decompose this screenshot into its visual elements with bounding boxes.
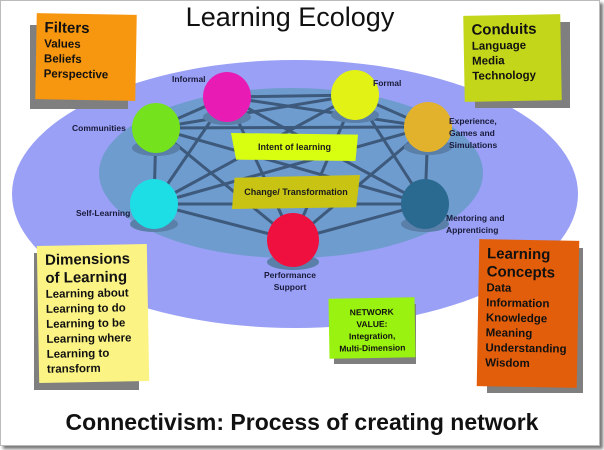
- concepts-item: Information: [486, 297, 550, 311]
- filters-item: Values: [44, 38, 81, 51]
- network-edge: [153, 125, 429, 206]
- node-label-performance: Performance Support: [264, 270, 316, 292]
- node-label-self-learning: Self-Learning: [76, 208, 131, 218]
- concepts-note: Learning Concepts Data Information Knowl…: [476, 239, 580, 388]
- dimensions-heading: Dimensions of Learning: [44, 250, 131, 287]
- network-edge: [155, 93, 356, 130]
- node-label-experience: Experience, Games and Simulations: [449, 116, 498, 150]
- dimensions-item: Learning to do: [45, 302, 126, 316]
- concepts-item: Wisdom: [485, 357, 530, 371]
- change-box: Change/ Transformation: [232, 175, 360, 209]
- conduits-heading: Conduits: [471, 20, 537, 39]
- conduits-item: Media: [471, 55, 505, 68]
- node-performance: [267, 213, 319, 267]
- filters-item: Beliefs: [43, 53, 82, 66]
- dimensions-item: Learning to transform: [46, 347, 110, 376]
- footer-caption: Connectivism: Process of creating networ…: [65, 409, 539, 435]
- filters-note: Filters Values Beliefs Perspective: [35, 13, 137, 101]
- node-self-learning: [130, 179, 178, 229]
- network-edge: [226, 95, 429, 129]
- dimensions-item: Learning about: [45, 287, 129, 301]
- node-mentoring: [401, 179, 449, 229]
- network-value-line: Multi-Dimension: [339, 342, 406, 354]
- node-label-communities: Communities: [72, 123, 126, 133]
- conduits-item: Language: [471, 39, 527, 53]
- node-label-mentoring: Mentoring and Apprenticing: [446, 213, 505, 235]
- concepts-item: Understanding: [485, 342, 567, 356]
- network-edge: [155, 125, 429, 130]
- node-formal: [331, 70, 379, 120]
- concepts-heading: Learning Concepts: [486, 245, 556, 282]
- concepts-item: Knowledge: [485, 312, 548, 326]
- conduits-note: Conduits Language Media Technology: [463, 14, 562, 102]
- node-communities: [132, 103, 180, 153]
- concepts-item: Meaning: [485, 327, 533, 341]
- intent-box: Intent of learning: [231, 133, 358, 161]
- network-nodes: [130, 70, 452, 270]
- page-title: Learning Ecology: [185, 2, 395, 32]
- dimensions-item: Learning to be: [46, 317, 126, 331]
- filters-heading: Filters: [44, 19, 90, 38]
- node-label-formal: Formal: [373, 78, 402, 88]
- conduits-item: Technology: [472, 69, 537, 83]
- dimensions-item: Learning where: [46, 332, 132, 346]
- node-informal: [203, 72, 251, 122]
- concepts-item: Data: [486, 282, 512, 295]
- filters-item: Perspective: [43, 68, 109, 82]
- network-value-note: NETWORK VALUE: Integration, Multi-Dimens…: [328, 297, 416, 359]
- node-experience: [404, 102, 452, 152]
- node-label-informal: Informal: [172, 74, 206, 84]
- dimensions-note: Dimensions of Learning Learning about Le…: [36, 244, 150, 383]
